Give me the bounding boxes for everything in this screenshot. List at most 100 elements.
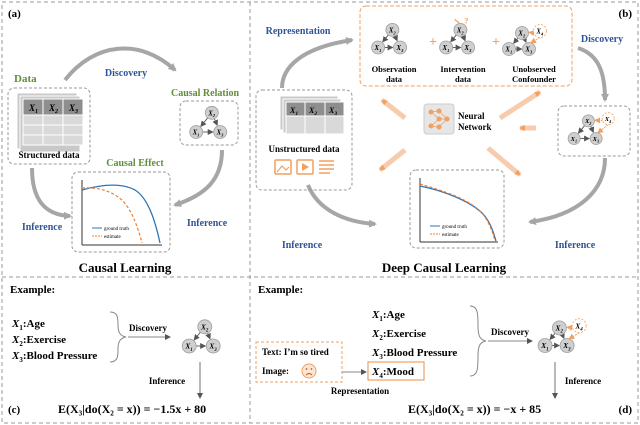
data-types-box (359, 5, 573, 87)
node-label-x3: X3 (216, 129, 225, 137)
graph-edge (392, 34, 398, 42)
node-x1 (189, 125, 204, 139)
mood-box (367, 361, 425, 381)
graph-edge (530, 37, 541, 44)
graph-edge (212, 118, 218, 127)
neural-network-label-1: Neural (458, 111, 485, 121)
node-label-x1: X1 (442, 45, 450, 53)
inference-label-c: Inference (149, 376, 185, 386)
node-label-x2: X2 (555, 324, 564, 335)
intervention-label-1: Intervention (440, 64, 486, 74)
representation-label: Representation (266, 26, 331, 37)
equation-c: E(X₃|do(X₂ = x)) = −1.5x + 80 (58, 402, 206, 416)
graph-edge (559, 332, 565, 340)
inference-arrow-b-right (528, 157, 607, 226)
node-label-x2: X2 (456, 27, 465, 35)
graph-edge (597, 124, 609, 134)
plus-icon-2: + (492, 35, 500, 50)
node-label-x4: X4 (535, 28, 544, 36)
node-x3 (522, 42, 536, 56)
legend-estimate: estimate (104, 235, 121, 240)
var-d-x1: X1:Age (371, 309, 405, 323)
node-label-x1: X1 (374, 45, 382, 53)
panel-c-tag: (c) (8, 404, 21, 416)
observation-label-1: Observation (372, 64, 417, 74)
representation-label-d: Representation (331, 386, 389, 396)
graph-edge (450, 34, 457, 43)
causal-effect-box-b (409, 169, 505, 249)
structured-data-box (7, 87, 91, 165)
node-label-x4: X4 (604, 116, 611, 124)
discovery-label-b: Discovery (581, 34, 623, 45)
causal-effect-box (71, 171, 171, 253)
node-x1 (371, 40, 386, 55)
var-c-x2: X2:Exercise (11, 334, 66, 348)
brace-d (469, 305, 487, 377)
node-label-x1: X1 (504, 46, 512, 54)
panel-a: (a) Data X1 X2 X3 Structured data Discov… (7, 8, 240, 275)
table-header-x3: X3 (68, 103, 78, 115)
representation-arrow (280, 36, 354, 89)
node-label-x2: X2 (517, 30, 526, 38)
node-x1 (537, 338, 553, 353)
graph-edge (200, 117, 209, 127)
panel-c: Example: X1:Age X2:Exercise X3:Blood Pre… (8, 284, 221, 416)
inference-label-right: Inference (187, 218, 228, 229)
node-x3 (213, 125, 228, 139)
graph-edge (568, 332, 580, 340)
node-label-x4: X4 (574, 321, 583, 332)
node-label-x1: X1 (184, 342, 192, 353)
discovery-label-c: Discovery (129, 323, 167, 333)
node-label-x2: X2 (388, 27, 397, 35)
var-c-x1: X1:Age (11, 318, 45, 332)
graph-edge (513, 37, 520, 44)
panel-a-tag: (a) (8, 8, 21, 20)
neural-network-icon (423, 103, 455, 135)
intervention-hammer-icon (454, 19, 460, 24)
plus-icon-1: + (429, 35, 437, 50)
graph-edge (193, 331, 201, 341)
graph-edge (566, 324, 573, 331)
node-x4 (571, 318, 587, 334)
example-label-c: Example: (10, 284, 55, 296)
inference-arrow-right (173, 149, 224, 207)
unobserved-label-2: Confounder (512, 74, 556, 84)
example-label-d: Example: (258, 284, 303, 296)
equation-d: E(X₃|do(X₂ = x)) = −x + 85 (408, 402, 541, 416)
structured-data-label: Structured data (18, 150, 80, 160)
data-label: Data (14, 73, 37, 85)
node-label-x2: X2 (200, 322, 209, 333)
var-d-x4: X4:Mood (371, 366, 414, 380)
legend-ground-truth-b: ground truth (442, 225, 467, 230)
node-x1 (181, 338, 197, 354)
unstructured-data-box (255, 89, 353, 191)
causal-relation-label: Causal Relation (171, 88, 240, 99)
panel-b-tag: (b) (619, 8, 633, 20)
node-label-x1: X1 (540, 341, 548, 352)
image-icon (274, 159, 292, 175)
discovered-graph-box (557, 105, 631, 157)
inference-label-b-right: Inference (555, 240, 596, 251)
intervention-label-2: data (455, 74, 472, 84)
node-label-x2: X2 (207, 110, 216, 118)
graph-edge (205, 332, 211, 340)
graph-edge (549, 333, 556, 341)
discovery-label-d: Discovery (491, 327, 529, 337)
unstructured-table: X1 X2 X3 (279, 95, 345, 135)
graph-edge (382, 34, 389, 43)
inference-label-d: Inference (565, 376, 601, 386)
table-header-x1: X1 (28, 103, 38, 115)
media-icons (274, 159, 334, 175)
var-d-x2: X2:Exercise (371, 328, 426, 342)
node-label-x3: X3 (208, 342, 217, 353)
neural-network-label-2: Network (458, 122, 492, 132)
